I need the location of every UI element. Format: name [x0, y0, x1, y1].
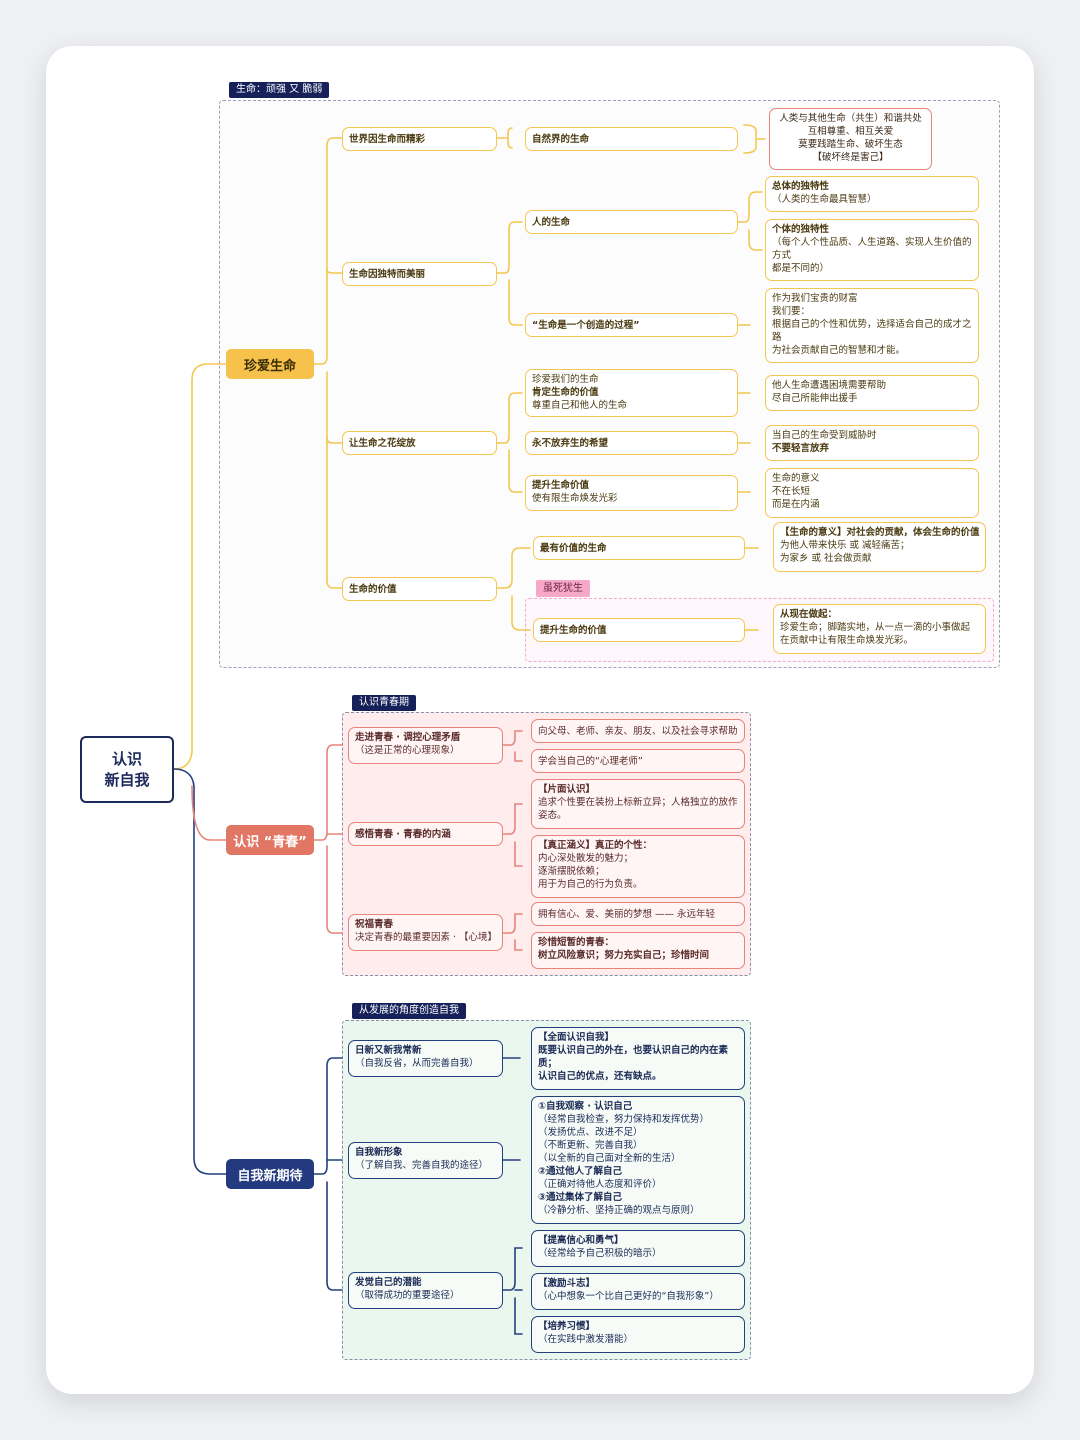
life-region-tag: 生命：顽强 又 脆弱 [229, 82, 330, 98]
node-world-life[interactable]: 世界因生命而精彩 [342, 127, 497, 151]
note-coexistence[interactable]: 人类与其他生命（共生）和谐共处 互相尊重、相互关爱 莫要践踏生命、破坏生态 【破… [769, 108, 932, 170]
node-natural-life[interactable]: 自然界的生命 [525, 127, 738, 151]
self-region-tag: 从发展的角度创造自我 [352, 1003, 466, 1019]
note-self-counselor[interactable]: 学会当自己的“心理老师” [531, 749, 745, 773]
note-precious-wealth[interactable]: 作为我们宝贵的财富 我们要： 根据自己的个性和优势，选择适合自己的成才之 路 为… [765, 288, 979, 363]
topic-cherish-life[interactable]: 珍爱生命 [226, 349, 314, 379]
node-most-valuable-life[interactable]: 最有价值的生命 [533, 536, 745, 560]
node-human-life[interactable]: 人的生命 [525, 210, 738, 234]
node-never-give-up[interactable]: 永不放弃生的希望 [525, 431, 738, 455]
node-life-value[interactable]: 生命的价值 [342, 577, 497, 601]
note-true-meaning[interactable]: 【真正涵义】真正的个性： 内心深处散发的魅力； 逐渐摆脱依赖； 用于为自己的行为… [531, 835, 745, 898]
note-habits[interactable]: 【培养习惯】 （在实践中激发潜能） [531, 1316, 745, 1353]
note-full-self-knowledge[interactable]: 【全面认识自我】 既要认识自己的外在，也要认识自己的内在素 质； 认识自己的优点… [531, 1027, 745, 1090]
note-confidence[interactable]: 【提高信心和勇气】 （经常给予自己积极的暗示） [531, 1230, 745, 1267]
node-youth-meaning[interactable]: 感悟青春 · 青春的内涵 [348, 822, 503, 846]
root-node[interactable]: 认识 新自我 [80, 736, 174, 803]
node-life-bloom[interactable]: 让生命之花绽放 [342, 431, 497, 455]
node-enter-youth[interactable]: 走进青春 · 调控心理矛盾 （这是正常的心理现象） [348, 727, 503, 764]
node-new-self-image[interactable]: 自我新形象 （了解自我、完善自我的途径） [348, 1142, 503, 1179]
value-subregion-tag: 虽死犹生 [536, 580, 590, 597]
topic-youth[interactable]: 认识 “青春” [226, 825, 314, 855]
note-seek-help[interactable]: 向父母、老师、亲友、朋友、以及社会寻求帮助 [531, 719, 745, 743]
note-individual-uniqueness[interactable]: 个体的独特性 （每个人个性品质、人生道路、实现人生价值的 方式 都是不同的） [765, 219, 979, 281]
note-forever-young[interactable]: 拥有信心、爱、美丽的梦想 —— 永远年轻 [531, 902, 745, 926]
youth-region-tag: 认识青春期 [352, 695, 416, 711]
root-line-1: 认识 [111, 749, 142, 768]
node-discover-potential[interactable]: 发觉自己的潜能 （取得成功的重要途径） [348, 1272, 503, 1309]
note-meaning-of-life[interactable]: 生命的意义 不在长短 而是在内涵 [765, 468, 979, 518]
node-renew-self[interactable]: 日新又新我常新 （自我反省，从而完善自我） [348, 1040, 503, 1077]
note-contribution[interactable]: 【生命的意义】对社会的贡献，体会生命的价值 为他人带来快乐 或 减轻痛苦； 为家… [773, 522, 986, 572]
note-self-awareness-paths[interactable]: ①自我观察 · 认识自己 （经常自我检查，努力保持和发挥优势） （发扬优点、改进… [531, 1096, 745, 1224]
note-overall-uniqueness[interactable]: 总体的独特性 （人类的生命最具智慧） [765, 176, 979, 212]
node-raise-life-value[interactable]: 提升生命价值 使有限生命焕发光彩 [525, 475, 738, 511]
topic-self-expectation[interactable]: 自我新期待 [226, 1159, 314, 1189]
note-motivation[interactable]: 【激励斗志】 （心中想象一个比自己更好的“自我形象”） [531, 1273, 745, 1310]
note-help-others[interactable]: 他人生命遭遇困境需要帮助 尽自己所能伸出援手 [765, 375, 979, 411]
note-do-not-give-up[interactable]: 当自己的生命受到威胁时 不要轻言放弃 [765, 425, 979, 461]
node-unique-life[interactable]: 生命因独特而美丽 [342, 262, 497, 286]
node-raise-value-of-life[interactable]: 提升生命的价值 [533, 618, 745, 642]
note-cherish-youth[interactable]: 珍惜短暂的青春： 树立风险意识；努力充实自己；珍惜时间 [531, 932, 745, 969]
note-start-now[interactable]: 从现在做起： 珍爱生命；脚踏实地，从一点一滴的小事做起 在贡献中让有限生命焕发光… [773, 604, 986, 654]
node-creation-process[interactable]: “生命是一个创造的过程” [525, 313, 738, 337]
note-partial-view[interactable]: 【片面认识】 追求个性要在装扮上标新立异；人格独立的放作 姿态。 [531, 779, 745, 829]
root-line-2: 新自我 [104, 770, 150, 789]
node-bless-youth[interactable]: 祝福青春 决定青春的最重要因素 · 【心境】 [348, 914, 503, 951]
node-cherish-affirm[interactable]: 珍爱我们的生命 肯定生命的价值 尊重自己和他人的生命 [525, 369, 738, 417]
